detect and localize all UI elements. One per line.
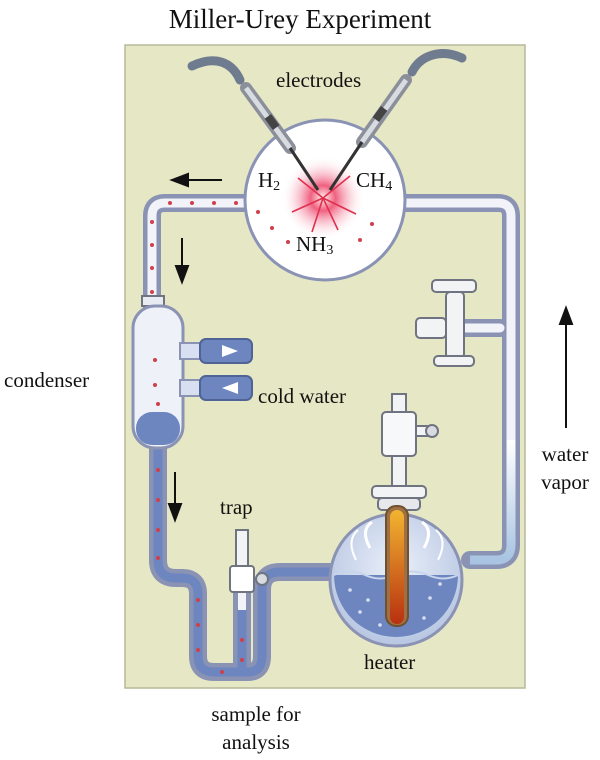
cold-water-label: cold water <box>258 384 347 408</box>
left-electrode-cable <box>187 56 245 85</box>
methane-symbol: CH <box>356 168 386 192</box>
trap-valve <box>229 529 269 593</box>
sample-line-2: analysis <box>222 730 290 754</box>
methane-label: CH4 <box>356 168 392 195</box>
sample-label: sample for analysis <box>176 700 336 756</box>
spark-rays <box>291 175 357 233</box>
hydrogen-label: H2 <box>258 168 280 195</box>
methane-subscript: 4 <box>385 179 393 194</box>
water-vapor-line-1: water <box>541 442 589 466</box>
electrodes-label: electrodes <box>276 68 362 92</box>
electrodes <box>240 74 412 191</box>
hydrogen-subscript: 2 <box>273 179 281 194</box>
ammonia-label: NH3 <box>296 232 333 259</box>
condenser <box>131 295 253 450</box>
heater-label: heater <box>364 650 416 674</box>
flow-particles <box>150 201 244 674</box>
boiling-flask <box>328 505 464 648</box>
condenser-label: condenser <box>4 368 90 392</box>
hydrogen-symbol: H <box>258 168 274 192</box>
ammonia-symbol: NH <box>296 232 327 256</box>
water-vapor-line-2: vapor <box>541 470 589 494</box>
glass-tubing-inner <box>147 198 516 445</box>
heater-column <box>371 393 439 511</box>
sample-line-1: sample for <box>211 702 301 726</box>
chamber-particles <box>256 210 374 244</box>
water-vapor-label: water vapor <box>532 440 598 496</box>
diagram-title: Miller-Urey Experiment <box>168 4 432 34</box>
stopcock-valve <box>415 279 477 367</box>
right-electrode-cable <box>407 49 467 77</box>
ammonia-subscript: 3 <box>326 243 334 258</box>
flow-arrows <box>167 172 574 523</box>
rising-vapor <box>470 440 516 565</box>
trap-label: trap <box>220 495 253 519</box>
